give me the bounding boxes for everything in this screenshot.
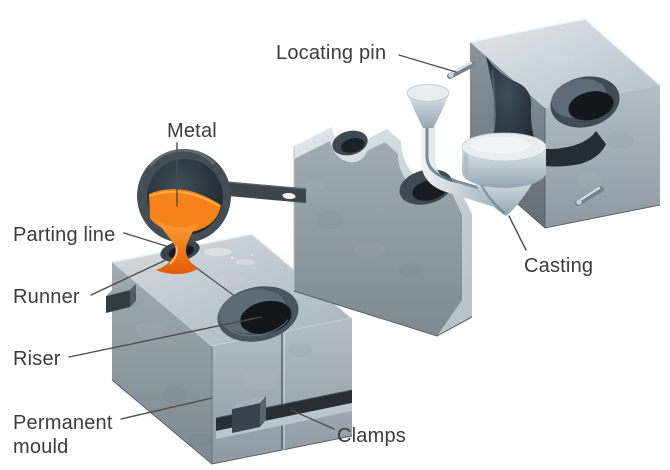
ladle-rim-highlight [149,148,215,167]
label-permanent-mould-line1: Permanent [13,412,113,434]
locating-pin-bottom [575,186,604,206]
leader-parting-line [123,232,167,247]
stream-highlight [169,245,178,265]
leader-riser [68,316,262,358]
mould-bottom-edges [111,379,353,465]
mould-half-right [447,18,661,229]
clamp-right [215,389,353,439]
middle-block-front-face [294,141,462,336]
label-runner: Runner [13,286,80,308]
label-casting: Casting [524,255,593,277]
middle-block-bottom-edge [293,290,473,337]
casting-pour-cup-cone [407,93,449,128]
cavity-casting-bowl [550,76,620,128]
labels: Locating pin Metal Parting line Runner R… [13,42,593,458]
mould-half-middle [293,127,473,337]
ladle [137,148,307,275]
label-permanent-mould-line2: mould [13,436,68,458]
molten-metal-pool [149,188,221,233]
right-block-texture [544,54,576,66]
leader-locating-pin [398,54,457,73]
middle-block-texture [305,179,325,191]
runner-half-notch [332,130,368,156]
leader-runner [90,257,171,296]
casting-disc-highlight [470,136,530,154]
leader-lines [68,54,527,430]
leader-permanent-mould [120,397,213,420]
casting-part [406,84,547,216]
casting-pour-cup-top [406,84,450,102]
locating-pin-top [447,61,476,79]
spill-sparkle [204,248,255,265]
mould-front-face [112,262,212,464]
mould-texture [136,274,246,338]
label-clamps: Clamps [337,425,406,447]
molten-metal-stream [156,220,199,275]
mould-near-edges [111,261,353,347]
casting-sprue-runner [421,126,506,209]
label-riser: Riser [13,348,61,370]
ladle-handle-slot [282,192,296,200]
leader-casting [508,215,527,251]
label-locating-pin: Locating pin [276,42,386,64]
leader-clamps [290,409,335,430]
label-parting-line: Parting line [13,224,115,246]
clamp-left [106,284,136,313]
label-metal: Metal [167,120,217,142]
